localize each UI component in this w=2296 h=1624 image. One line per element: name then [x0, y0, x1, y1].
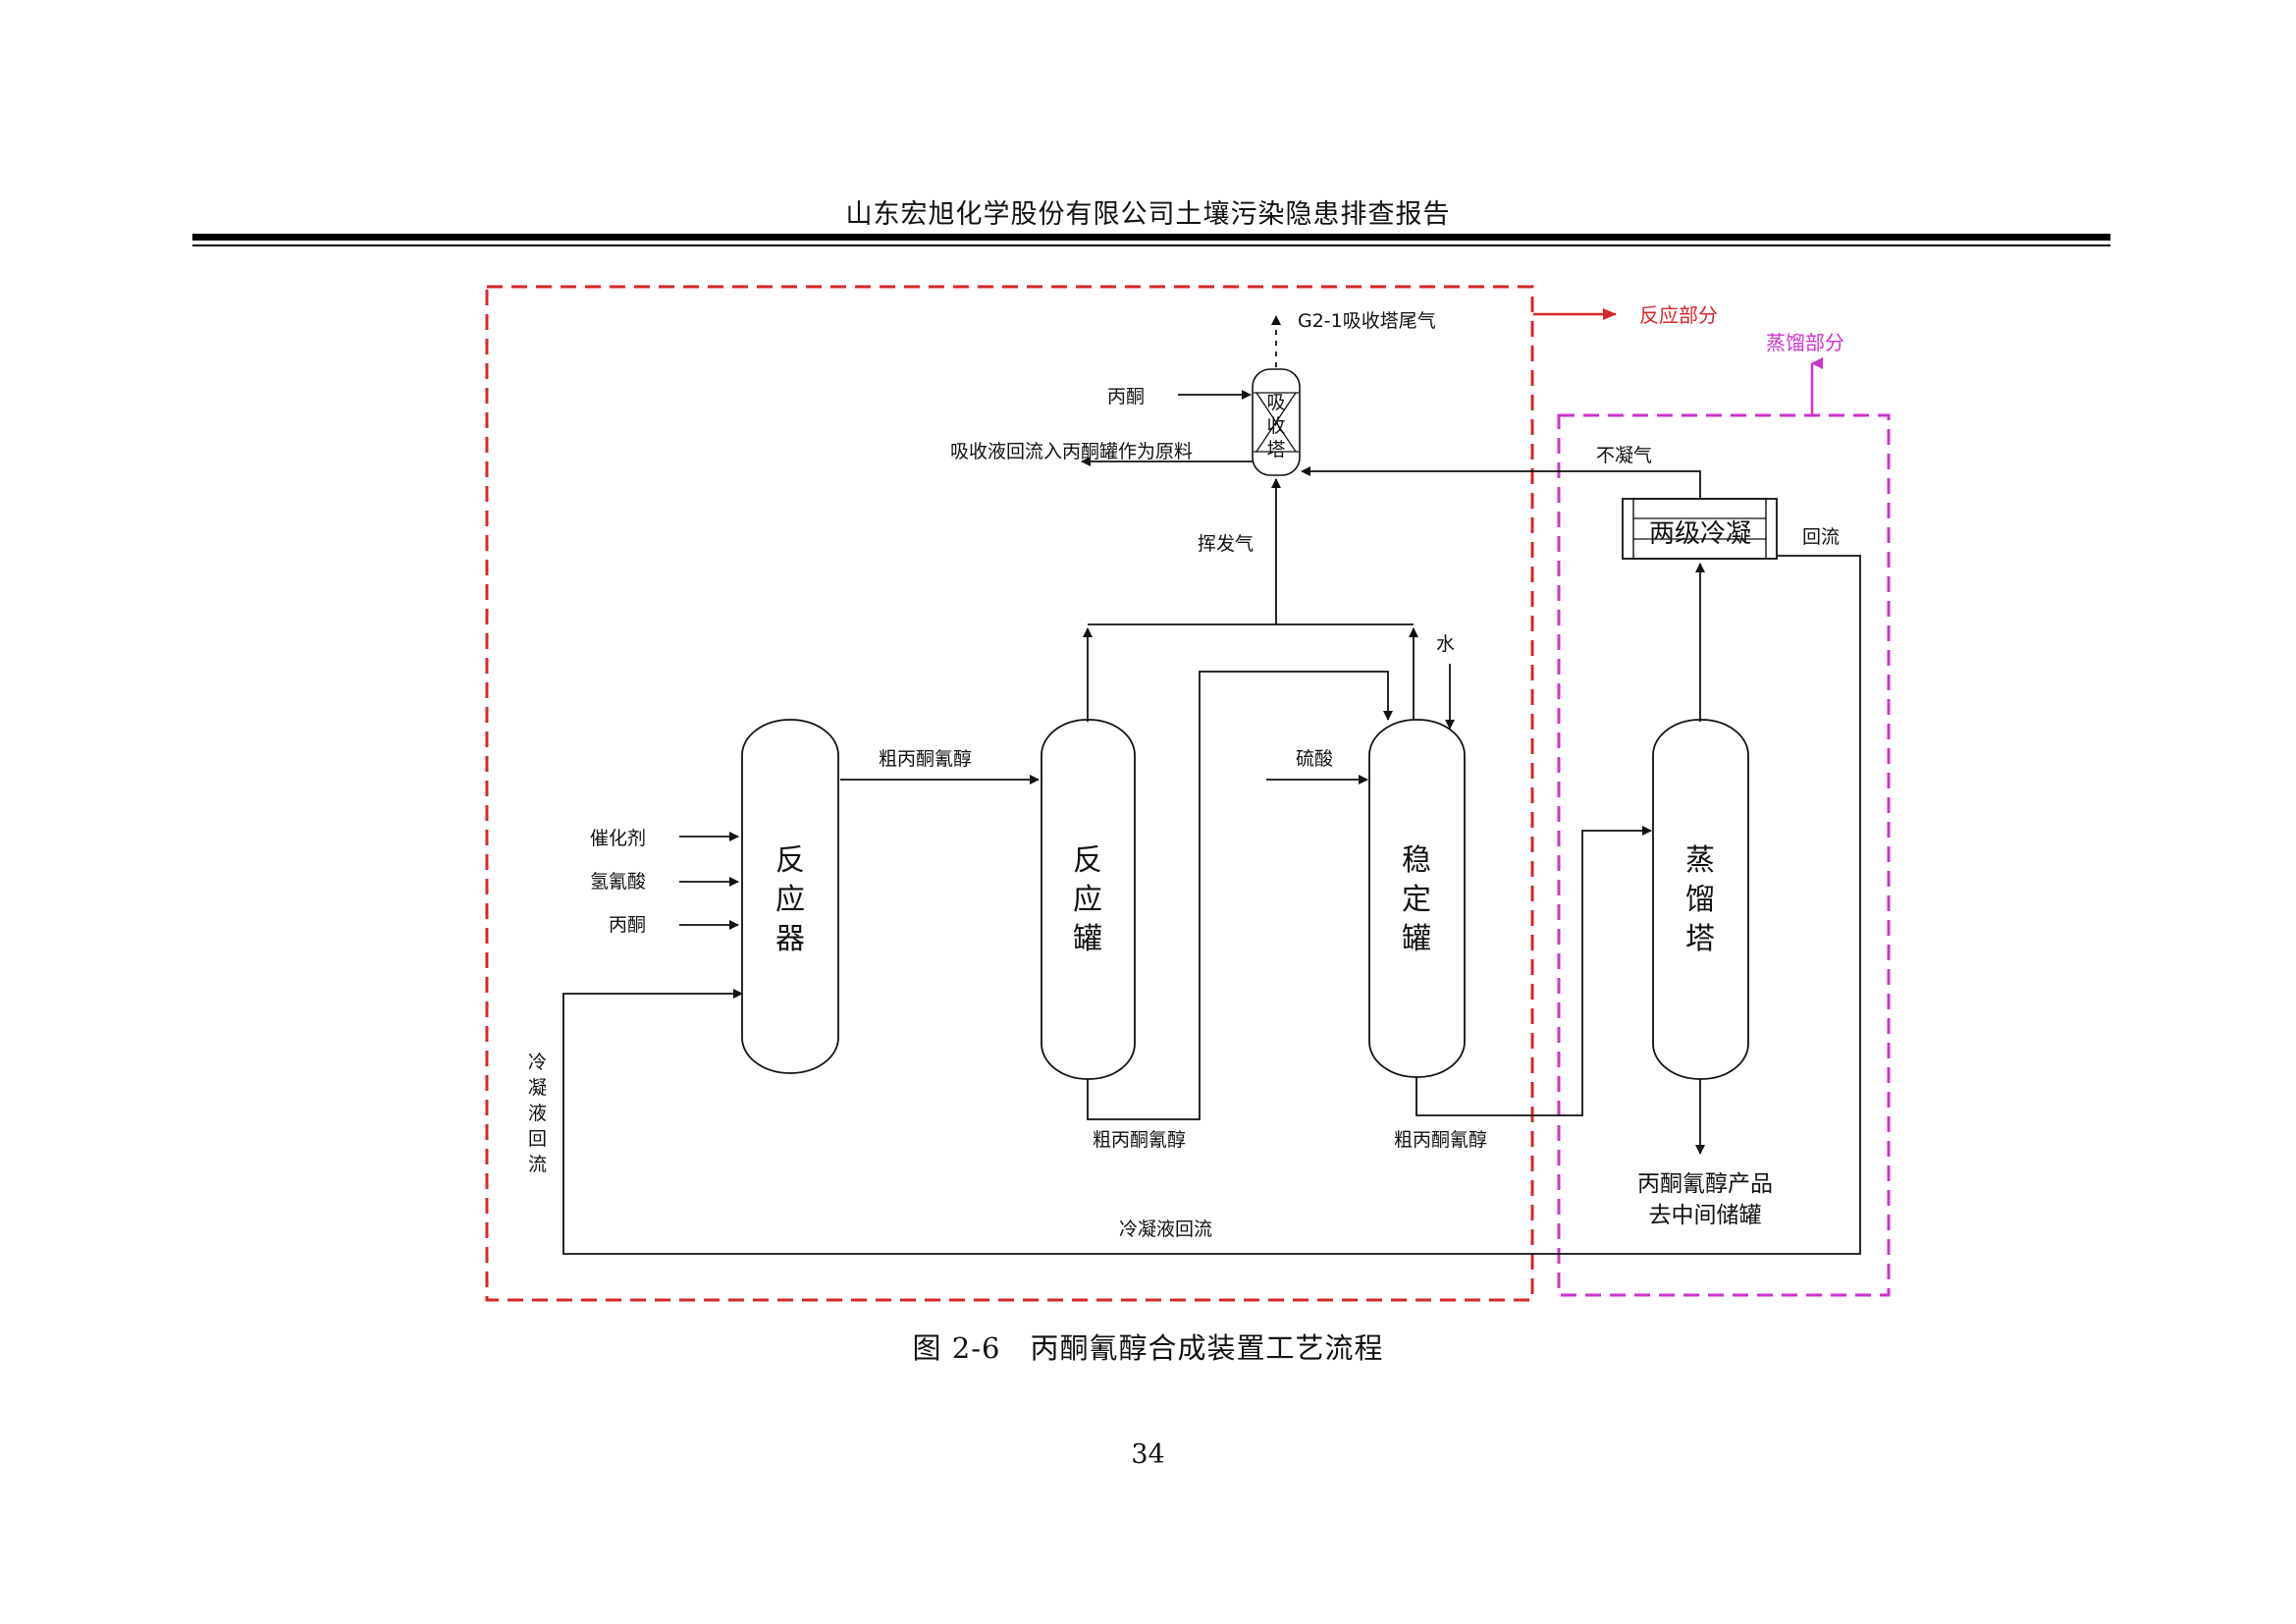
- tail-gas-label: G2-1吸收塔尾气: [1298, 310, 1436, 332]
- absorber-label: 吸: [1266, 392, 1285, 413]
- absorbent-return-label: 吸收液回流入丙酮罐作为原料: [950, 441, 1193, 462]
- reflux-label: 回流: [1802, 526, 1840, 548]
- page-number: 34: [1131, 1439, 1165, 1470]
- condenser-label: 两级冷凝: [1649, 519, 1751, 549]
- reactor-label: 反: [775, 843, 805, 878]
- stabilizer-tank-label: 稳: [1402, 843, 1431, 878]
- header-rule: [192, 234, 2110, 241]
- reactor-vessel: [741, 719, 839, 1074]
- header-rule-thin: [192, 244, 2110, 246]
- reactor-label: 器: [775, 922, 805, 956]
- reaction-section-label: 反应部分: [1639, 303, 1718, 327]
- crude-acn-label-3: 粗丙酮氰醇: [1394, 1129, 1487, 1151]
- reactor-label: 应: [775, 883, 805, 917]
- condensate-return-vertical-label: 回: [528, 1128, 547, 1150]
- stabilizer-tank-label: 定: [1402, 883, 1431, 917]
- reaction-tank-label: 罐: [1073, 922, 1102, 956]
- condensate-return-vertical-label: 液: [528, 1103, 547, 1124]
- water-feed-label: 水: [1436, 633, 1455, 655]
- acetone-absorber-label: 丙酮: [1107, 386, 1145, 407]
- noncondensable-gas-label: 不凝气: [1596, 445, 1652, 466]
- crude-acn-label-2: 粗丙酮氰醇: [1093, 1129, 1186, 1151]
- crude-acn-line-3: [1415, 826, 1652, 1116]
- absorber-label: 塔: [1266, 439, 1285, 460]
- product-label: 丙酮氰醇产品: [1637, 1171, 1773, 1197]
- acetone-reactor-label: 丙酮: [609, 914, 646, 936]
- distillation-tower-label: 馏: [1685, 883, 1715, 917]
- sulfuric-acid-label: 硫酸: [1296, 748, 1333, 770]
- distillation-tower-label: 蒸: [1685, 843, 1715, 878]
- absorber-label: 收: [1266, 415, 1285, 437]
- noncondensable-gas-line: [1301, 466, 1701, 499]
- reaction-section-box: [485, 285, 1534, 1302]
- distillation-section-box: [1557, 413, 1891, 1297]
- condensate-return-bottom-label: 冷凝液回流: [1119, 1218, 1212, 1240]
- catalyst-feed-label: 催化剂: [590, 828, 646, 849]
- distillation-section-label: 蒸馏部分: [1766, 331, 1844, 354]
- distillation-tower-label: 塔: [1685, 922, 1715, 956]
- hcn-feed-label: 氢氰酸: [590, 871, 646, 893]
- stabilizer-tank-label: 罐: [1402, 922, 1431, 956]
- product-destination-label: 去中间储罐: [1649, 1203, 1762, 1228]
- two-stage-condenser: [1622, 498, 1778, 560]
- crude-acn-label-1: 粗丙酮氰醇: [879, 748, 972, 770]
- volatile-gas-label: 挥发气: [1198, 533, 1254, 555]
- crude-acn-line-2: [1087, 671, 1393, 1120]
- report-header-title: 山东宏旭化学股份有限公司土壤污染隐患排查报告: [845, 199, 1451, 230]
- condensate-return-line: [562, 555, 1861, 1255]
- condensate-return-vertical-label: 流: [528, 1154, 547, 1175]
- absorber-packing-cross: [1255, 392, 1297, 453]
- condensate-return-vertical-label: 凝: [528, 1077, 547, 1099]
- reaction-tank-label: 应: [1073, 883, 1102, 917]
- reaction-tank-label: 反: [1073, 843, 1102, 878]
- condensate-return-vertical-label: 冷: [528, 1052, 547, 1073]
- figure-caption: 图 2-6 丙酮氰醇合成装置工艺流程: [912, 1331, 1384, 1365]
